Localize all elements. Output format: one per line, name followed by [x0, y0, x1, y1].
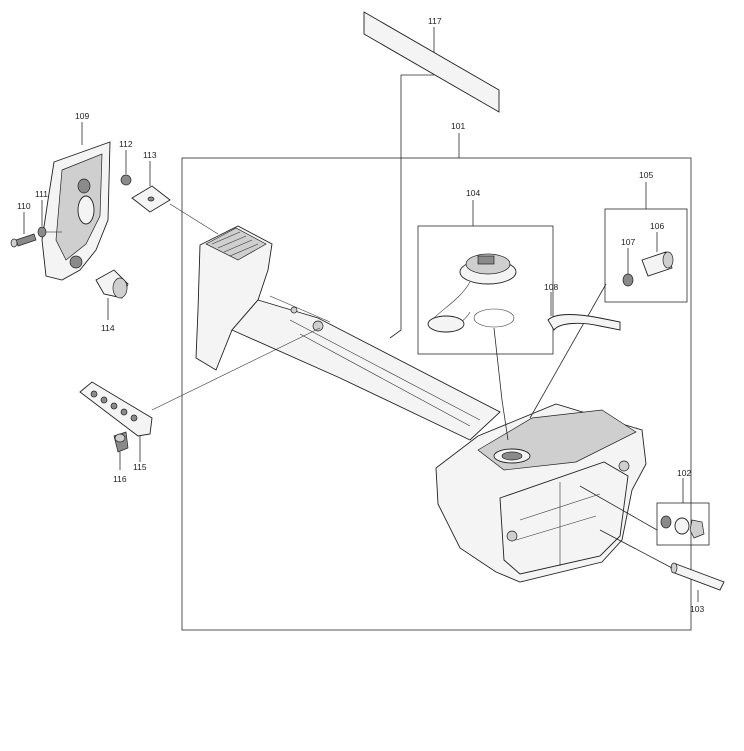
label-117: 117: [428, 16, 442, 26]
frame-104: [417, 225, 554, 355]
label-116: 116: [113, 474, 127, 484]
screw-116: [113, 431, 129, 470]
hose-108: [547, 292, 621, 331]
label-108: 108: [544, 282, 558, 292]
frame-101: [181, 157, 692, 631]
label-102: 102: [677, 468, 691, 478]
label-110: 110: [17, 201, 31, 211]
label-105: 105: [639, 170, 653, 180]
label-113: 113: [143, 150, 157, 160]
nut-112: [120, 150, 132, 186]
label-111: 111: [35, 189, 48, 199]
label-114: 114: [101, 323, 115, 333]
sticker-117: [363, 11, 500, 339]
washer-111: [37, 200, 62, 238]
holder-plate-115: [79, 327, 321, 462]
frame-105: [604, 208, 688, 303]
label-109: 109: [75, 111, 89, 121]
washer-107: [622, 248, 634, 287]
label-115: 115: [133, 462, 147, 472]
label-112: 112: [119, 139, 133, 149]
cushion-114: [95, 269, 129, 320]
label-104: 104: [466, 188, 480, 198]
fuel-cap-104: [427, 253, 517, 441]
bracket-109: [41, 122, 111, 281]
housing-body: [195, 225, 647, 583]
fuel-filter-106: [641, 232, 674, 277]
screw-110: [10, 212, 37, 248]
label-107: 107: [621, 237, 635, 247]
label-101: 101: [451, 121, 465, 131]
label-106: 106: [650, 221, 664, 231]
plate-113: [131, 161, 219, 235]
label-103: 103: [690, 604, 704, 614]
bushing-102: [660, 515, 705, 539]
rod-103: [599, 529, 725, 602]
